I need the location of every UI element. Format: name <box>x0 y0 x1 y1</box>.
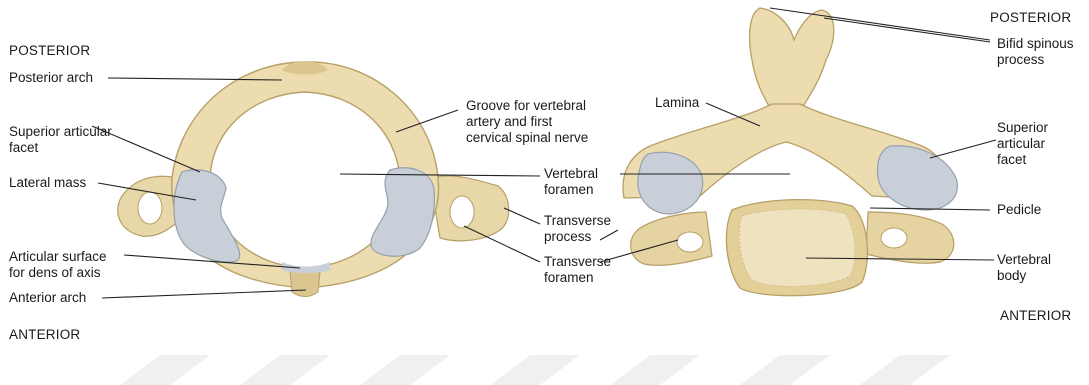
leader-anterior-arch <box>102 290 306 298</box>
atlas-anterior-heading: ANTERIOR <box>9 327 80 343</box>
cervical-right-transverse-process <box>866 212 954 263</box>
label-groove-line3: cervical spinal nerve <box>466 130 588 146</box>
label-articular-surface-line1: Articular surface <box>9 249 107 265</box>
atlas-vertebra <box>118 61 509 297</box>
cervical-vertebra <box>623 8 957 296</box>
atlas-right-facet <box>371 168 435 256</box>
label-vertebral-foramen-line1: Vertebral <box>544 166 598 182</box>
watermark-stripes <box>120 355 950 385</box>
label-groove-line1: Groove for vertebral <box>466 98 586 114</box>
label-lateral-mass: Lateral mass <box>9 175 86 191</box>
leader-transverse-process-right <box>600 230 618 240</box>
cervical-spinous-process <box>750 8 834 112</box>
label-lamina: Lamina <box>655 95 699 111</box>
label-transverse-process-line2: process <box>544 229 591 245</box>
atlas-left-facet <box>174 170 240 262</box>
atlas-left-transverse-foramen <box>138 192 162 224</box>
label-anterior-arch: Anterior arch <box>9 290 86 306</box>
leader-superior-facet <box>930 140 996 158</box>
label-bifid-line2: process <box>997 52 1044 68</box>
leader-transverse-process <box>504 208 540 224</box>
cervical-right-transverse-foramen <box>881 228 907 248</box>
cervical-right-facet <box>878 146 958 210</box>
label-articular-surface-line2: for dens of axis <box>9 265 101 281</box>
label-pedicle: Pedicle <box>997 202 1041 218</box>
label-transverse-foramen-line2: foramen <box>544 270 594 286</box>
label-superior-facet-line3: facet <box>997 152 1026 168</box>
label-superior-articular-facet-line1: Superior articular <box>9 124 112 140</box>
leader-bifid-2 <box>824 18 990 42</box>
label-superior-facet-line2: articular <box>997 136 1045 152</box>
cervical-body-endplate <box>739 209 855 286</box>
label-superior-articular-facet-line2: facet <box>9 140 38 156</box>
atlas-posterior-heading: POSTERIOR <box>9 43 90 59</box>
label-groove-line2: artery and first <box>466 114 552 130</box>
cervical-anterior-heading: ANTERIOR <box>1000 308 1071 324</box>
label-transverse-foramen-line1: Transverse <box>544 254 611 270</box>
atlas-anterior-tubercle <box>290 269 320 297</box>
label-vertebral-body-line2: body <box>997 268 1026 284</box>
label-superior-facet-line1: Superior <box>997 120 1048 136</box>
label-posterior-arch: Posterior arch <box>9 70 93 86</box>
atlas-right-transverse-foramen <box>450 196 474 228</box>
label-vertebral-body-line1: Vertebral <box>997 252 1051 268</box>
label-bifid-line1: Bifid spinous <box>997 36 1074 52</box>
cervical-posterior-heading: POSTERIOR <box>990 10 1071 26</box>
leader-transverse-foramen <box>464 226 540 262</box>
label-vertebral-foramen-line2: foramen <box>544 182 594 198</box>
label-transverse-process-line1: Transverse <box>544 213 611 229</box>
cervical-left-transverse-foramen <box>677 232 703 252</box>
